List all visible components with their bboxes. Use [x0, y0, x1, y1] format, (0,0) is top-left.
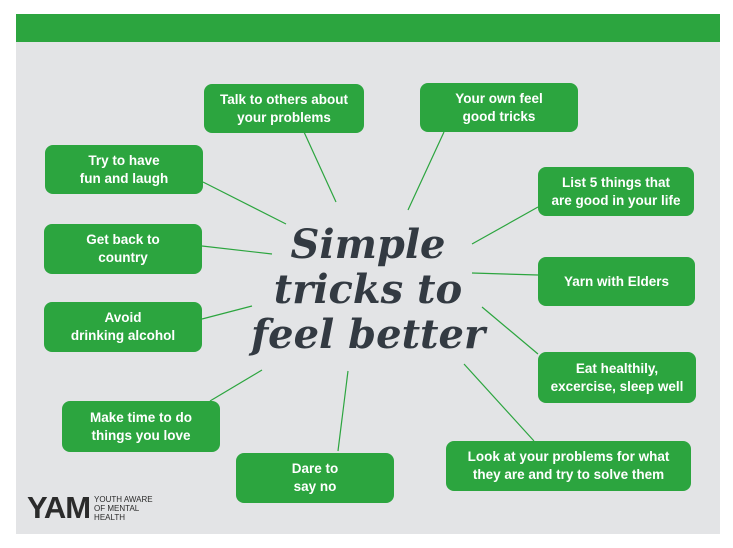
connector-eat — [481, 306, 539, 355]
tip-elders-box: Yarn with Elders — [538, 257, 695, 306]
connector-own-tricks — [407, 131, 445, 211]
connector-lines — [201, 131, 539, 452]
connector-talk — [303, 131, 337, 203]
header-bar — [16, 14, 720, 42]
tip-problems-box: Look at your problems for what they are … — [446, 441, 691, 491]
tip-list5-box: List 5 things that are good in your life — [538, 167, 694, 216]
tip-eat-box: Eat healthily, excercise, sleep well — [538, 352, 696, 403]
tip-dare-box: Dare to say no — [236, 453, 394, 503]
tip-time-box: Make time to do things you love — [62, 401, 220, 452]
connector-dare — [337, 370, 349, 452]
connector-alcohol — [201, 305, 253, 320]
connector-country — [201, 245, 273, 255]
tip-talk-box: Talk to others about your problems — [204, 84, 364, 133]
tip-country-box: Get back to country — [44, 224, 202, 274]
connector-list5 — [471, 206, 539, 245]
infographic-panel: Talk to others about your problems Your … — [16, 14, 720, 534]
tip-fun-box: Try to have fun and laugh — [45, 145, 203, 194]
tip-own-tricks-box: Your own feel good tricks — [420, 83, 578, 132]
yam-logo: YAM YOUTH AWARE OF MENTAL HEALTH — [27, 490, 156, 526]
connector-fun — [202, 181, 287, 225]
connector-problems — [463, 363, 535, 442]
logo-text: YOUTH AWARE OF MENTAL HEALTH — [94, 494, 153, 522]
main-title: Simple tricks to feel better — [250, 221, 486, 358]
logo-mark: YAM — [27, 490, 91, 525]
connector-time — [209, 369, 263, 402]
tip-alcohol-box: Avoid drinking alcohol — [44, 302, 202, 352]
connector-elders — [471, 272, 539, 276]
